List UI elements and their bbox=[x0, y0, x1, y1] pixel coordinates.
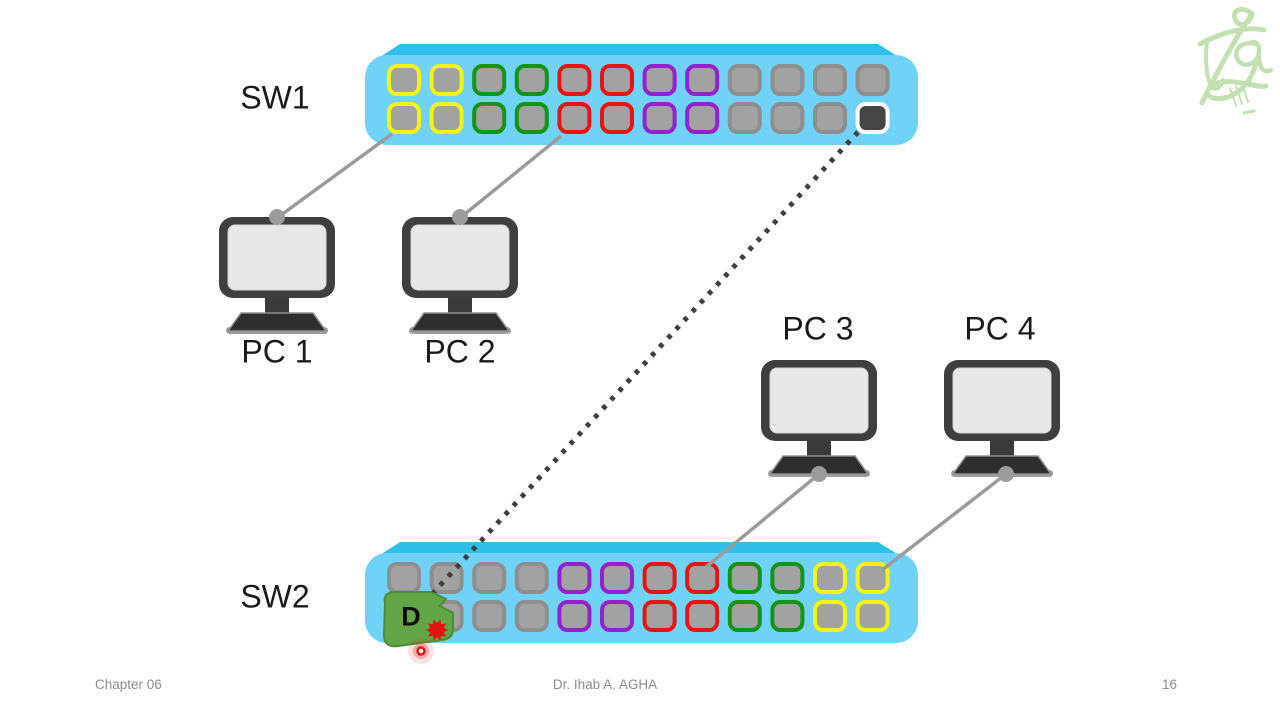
pc-label-pc3: PC 3 bbox=[782, 310, 854, 347]
sw2-port-r2c10 bbox=[770, 600, 805, 632]
red-splat-icon bbox=[426, 619, 448, 641]
sw1-port-r1c10 bbox=[770, 64, 805, 96]
sw1-port-r2c12 bbox=[855, 102, 890, 134]
monitor-screen bbox=[410, 224, 510, 291]
sw2-port-r1c3 bbox=[472, 562, 507, 594]
cable-connector-dot bbox=[269, 209, 285, 225]
cable-sw1-sw2-trunk bbox=[431, 130, 860, 595]
sw1-port-r1c4 bbox=[514, 64, 549, 96]
switches-layer bbox=[365, 44, 918, 643]
pc-label-pc2: PC 2 bbox=[424, 333, 496, 370]
sw2-port-r1c10 bbox=[770, 562, 805, 594]
monitor-base bbox=[768, 455, 870, 475]
sw2-port-r2c9 bbox=[727, 600, 762, 632]
signature-logo bbox=[1197, 6, 1274, 115]
sw1-port-r2c11 bbox=[813, 102, 847, 134]
laser-dot-icon bbox=[416, 646, 426, 656]
sw1-port-r2c2 bbox=[429, 102, 464, 134]
cable-connector-dot bbox=[998, 466, 1014, 482]
cable-pc4-sw2 bbox=[880, 472, 1008, 572]
sw2-port-r2c3 bbox=[472, 600, 507, 632]
sw1-port-r2c9 bbox=[727, 102, 762, 134]
switch-sw2 bbox=[365, 542, 918, 643]
sw2-port-r2c5 bbox=[557, 600, 592, 632]
computer-pc3 bbox=[761, 360, 877, 477]
sw1-port-r2c10 bbox=[770, 102, 805, 134]
sw2-port-r2c6 bbox=[600, 600, 634, 632]
computer-pc1 bbox=[219, 217, 335, 334]
sw2-port-r2c8 bbox=[685, 600, 720, 632]
sw2-port-r1c7 bbox=[642, 562, 677, 594]
monitor-base bbox=[951, 455, 1053, 475]
sw1-port-r1c9 bbox=[727, 64, 762, 96]
cables-layer bbox=[275, 130, 1008, 595]
monitor-base bbox=[226, 312, 328, 332]
pcs-layer bbox=[219, 209, 1060, 482]
sw1-port-r1c3 bbox=[472, 64, 507, 96]
cable-sw1-pc1 bbox=[275, 132, 394, 220]
monitor-neck bbox=[448, 297, 472, 314]
monitor-neck bbox=[990, 440, 1014, 457]
sw2-port-r1c8 bbox=[685, 562, 720, 594]
sw2-port-r2c7 bbox=[642, 600, 677, 632]
cable-connector-dot bbox=[452, 209, 468, 225]
sw1-port-r1c6 bbox=[600, 64, 634, 96]
sw2-port-r1c11 bbox=[813, 562, 847, 594]
sw1-port-r1c12 bbox=[855, 64, 890, 96]
annotation-marker-letter: D bbox=[401, 601, 421, 632]
sw2-port-r1c4 bbox=[514, 562, 549, 594]
cable-connector-dot bbox=[811, 466, 827, 482]
annotation-marker-layer bbox=[382, 591, 454, 664]
monitor-neck bbox=[807, 440, 831, 457]
sw1-port-r2c7 bbox=[642, 102, 677, 134]
sw1-port-r2c6 bbox=[600, 102, 634, 134]
switch-sw1 bbox=[365, 44, 918, 145]
pc-label-pc1: PC 1 bbox=[241, 333, 313, 370]
switch-label-sw1: SW1 bbox=[240, 79, 310, 116]
sw2-port-r2c11 bbox=[813, 600, 847, 632]
pc-label-pc4: PC 4 bbox=[964, 310, 1036, 347]
sw2-port-r1c5 bbox=[557, 562, 592, 594]
sw1-port-r2c8 bbox=[685, 102, 720, 134]
sw1-port-r2c3 bbox=[472, 102, 507, 134]
sw2-port-r2c12 bbox=[855, 600, 890, 632]
sw1-port-r1c8 bbox=[685, 64, 720, 96]
computer-pc4 bbox=[944, 360, 1060, 477]
monitor-screen bbox=[769, 367, 869, 434]
monitor-neck bbox=[265, 297, 289, 314]
footer-page-number: 16 bbox=[1162, 677, 1178, 692]
sw1-port-r1c2 bbox=[429, 64, 464, 96]
sw1-port-r1c7 bbox=[642, 64, 677, 96]
footer-chapter: Chapter 06 bbox=[95, 677, 162, 692]
sw1-port-r2c5 bbox=[557, 102, 592, 134]
sw2-port-r1c1 bbox=[387, 562, 421, 594]
cable-sw1-pc2 bbox=[458, 134, 563, 220]
computer-pc2 bbox=[402, 217, 518, 334]
sw2-port-r1c6 bbox=[600, 562, 634, 594]
monitor-base bbox=[409, 312, 511, 332]
sw2-port-r1c12 bbox=[855, 562, 890, 594]
sw1-port-r2c1 bbox=[387, 102, 421, 134]
footer-author: Dr. Ihab A. AGHA bbox=[552, 677, 658, 692]
sw2-port-r1c2 bbox=[429, 562, 464, 594]
sw1-port-r2c4 bbox=[514, 102, 549, 134]
monitor-screen bbox=[227, 224, 327, 291]
monitor-screen bbox=[952, 367, 1052, 434]
sw2-port-r1c9 bbox=[727, 562, 762, 594]
switch-label-sw2: SW2 bbox=[240, 578, 310, 615]
cable-pc3-sw2 bbox=[704, 472, 821, 569]
sw2-port-r2c4 bbox=[514, 600, 549, 632]
sw1-port-r1c5 bbox=[557, 64, 592, 96]
sw1-port-r1c11 bbox=[813, 64, 847, 96]
sw1-port-r1c1 bbox=[387, 64, 421, 96]
